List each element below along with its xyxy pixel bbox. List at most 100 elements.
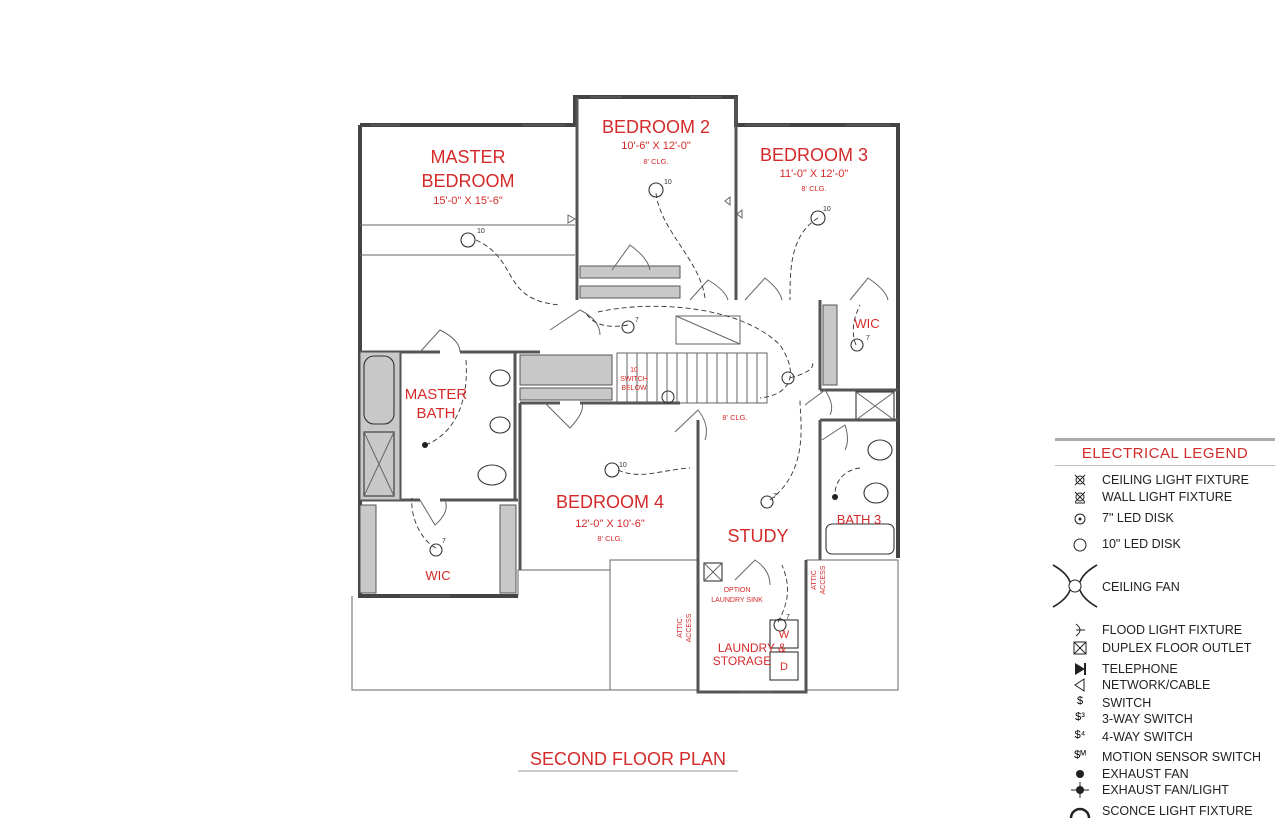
option-note: OPTION <box>724 587 751 594</box>
legend-item: NETWORK/CABLE <box>1055 676 1275 694</box>
fixture-label: 10 <box>619 462 627 469</box>
hall-ceiling: 8' CLG. <box>722 413 747 422</box>
led-disk-10-icon <box>648 182 664 198</box>
bedroom4-ceiling: 8' CLG. <box>597 534 622 543</box>
fixture-label: 10 <box>477 228 485 235</box>
exhaust-fan-icon <box>422 442 428 448</box>
plan-title: SECOND FLOOR PLAN <box>530 749 726 769</box>
legend-label: 3-WAY SWITCH <box>1102 712 1193 726</box>
legend-item: CEILING LIGHT FIXTURE <box>1055 471 1275 489</box>
option-note-2: LAUNDRY SINK <box>711 597 763 604</box>
fixture-label: 10 <box>823 206 831 213</box>
master-bedroom-label: MASTER <box>430 147 505 167</box>
wic-left-label: WIC <box>425 568 450 583</box>
attic-access-right: ATTIC <box>811 570 818 590</box>
bedroom2-label: BEDROOM 2 <box>602 117 710 137</box>
legend-label: EXHAUST FAN <box>1102 767 1189 781</box>
motion-sensor-switch-icon: $ᴹ <box>1074 749 1086 761</box>
bedroom2-size: 10'-6" X 12'-0" <box>621 140 691 152</box>
four-way-switch-icon: $⁴ <box>1074 729 1086 741</box>
legend-item: EXHAUST FAN <box>1055 765 1275 783</box>
network-cable-icon <box>1074 678 1085 692</box>
legend-label: CEILING LIGHT FIXTURE <box>1102 473 1250 487</box>
study-label: STUDY <box>727 526 788 546</box>
ceiling-fan-icon <box>1052 564 1098 608</box>
legend-item: TELEPHONE <box>1055 660 1275 678</box>
led-disk-7-icon <box>760 495 774 509</box>
master-bedroom-size: 15'-0" X 15'-6" <box>433 195 503 207</box>
attic-access-left: ATTIC <box>677 618 684 638</box>
wic-right-label: WIC <box>854 316 879 331</box>
bedroom4-label: BEDROOM 4 <box>556 492 664 512</box>
switch-icon: $ <box>1076 695 1084 707</box>
legend-label: 10" LED DISK <box>1102 537 1181 551</box>
led-disk-10-icon <box>810 210 826 226</box>
legend-label: DUPLEX FLOOR OUTLET <box>1102 641 1252 655</box>
legend-label: EXHAUST FAN/LIGHT <box>1102 783 1229 797</box>
light-fixtures <box>422 182 864 632</box>
led-disk-7-icon <box>773 618 787 632</box>
legend-item: WALL LIGHT FIXTURE <box>1055 488 1275 506</box>
electrical-legend: ELECTRICAL LEGEND CEILING LIGHT FIXTURE … <box>1052 438 1275 819</box>
exhaust-fan-icon <box>1076 770 1084 778</box>
legend-label: WALL LIGHT FIXTURE <box>1102 490 1233 504</box>
legend-label: CEILING FAN <box>1102 580 1180 594</box>
duplex-floor-outlet-icon <box>1073 641 1087 655</box>
master-bath-label-2: BATH <box>417 405 456 422</box>
master-bath-label: MASTER <box>405 386 468 403</box>
led-disk-10-icon <box>604 462 620 478</box>
led-disk-10-icon <box>1073 538 1087 552</box>
led-disk-7-icon <box>429 543 443 557</box>
fixture-label: 10 <box>664 179 672 186</box>
legend-label: SCONCE LIGHT FIXTURE <box>1102 804 1253 818</box>
three-way-switch-icon: $³ <box>1075 711 1085 723</box>
led-disk-10-icon <box>460 232 476 248</box>
legend-item: $ᴹ MOTION SENSOR SWITCH <box>1055 748 1275 766</box>
laundry-label: LAUNDRY & <box>718 641 786 655</box>
switch-below-note: 10 <box>630 367 638 374</box>
attic-access-left-2: ACCESS <box>686 613 693 642</box>
interior-walls <box>359 96 898 693</box>
legend-label: MOTION SENSOR SWITCH <box>1102 750 1262 764</box>
telephone-icon <box>1075 663 1086 675</box>
legend-label: SWITCH <box>1102 696 1152 710</box>
fixture-label: 7 <box>866 335 870 342</box>
master-bedroom-label-2: BEDROOM <box>421 171 514 191</box>
legend-label: 7" LED DISK <box>1102 511 1174 525</box>
led-disk-7-icon <box>621 320 635 334</box>
dryer-label: D <box>780 661 788 673</box>
legend-item: $³ 3-WAY SWITCH <box>1055 710 1275 728</box>
fixture-label: 7 <box>786 614 790 621</box>
legend-label: TELEPHONE <box>1102 662 1178 676</box>
attic-access-right-2: ACCESS <box>820 565 827 594</box>
sconce-light-icon <box>1069 807 1091 819</box>
switch-below-note-3: BELOW <box>621 385 647 392</box>
laundry-label-2: STORAGE <box>713 654 771 668</box>
fixture-size-labels: 10 10 10 10 7 7 7 7 7 <box>442 179 870 621</box>
legend-item: 10" LED DISK <box>1055 535 1275 553</box>
bedroom3-ceiling: 8' CLG. <box>801 184 826 193</box>
legend-item: FLOOD LIGHT FIXTURE <box>1055 621 1275 639</box>
legend-title: ELECTRICAL LEGEND <box>1055 438 1275 466</box>
fixture-label: 7 <box>442 538 446 545</box>
legend-label: NETWORK/CABLE <box>1102 678 1211 692</box>
legend-item: $ SWITCH <box>1055 694 1275 712</box>
washer-label: W <box>779 629 790 641</box>
legend-item: EXHAUST FAN/LIGHT <box>1055 781 1275 799</box>
bedroom3-label: BEDROOM 3 <box>760 145 868 165</box>
exhaust-fan-icon <box>832 494 838 500</box>
bath3-label: BATH 3 <box>837 512 882 527</box>
flood-light-icon <box>1075 623 1085 637</box>
led-disk-7-icon <box>850 338 864 352</box>
legend-item: CEILING FAN <box>1052 561 1275 611</box>
fixture-label: 7 <box>773 493 777 500</box>
legend-item: 7" LED DISK <box>1055 509 1275 527</box>
legend-label: 4-WAY SWITCH <box>1102 730 1193 744</box>
exhaust-fan-light-icon <box>1071 782 1089 798</box>
led-disk-7-icon <box>1074 513 1086 525</box>
legend-label: FLOOD LIGHT FIXTURE <box>1102 623 1243 637</box>
ceiling-light-fixture-icon <box>1074 474 1086 486</box>
switch-below-note-2: SWITCH <box>620 376 648 383</box>
led-disk-7-icon <box>781 371 795 385</box>
